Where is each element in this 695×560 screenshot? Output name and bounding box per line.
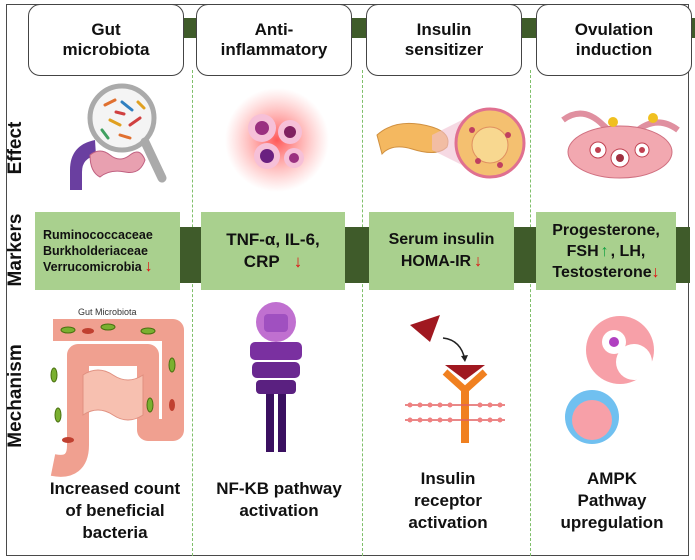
colon-illustration: Gut Microbiota	[50, 307, 184, 477]
marker-line: Progesterone,	[552, 221, 660, 239]
header-text: Gut microbiota	[62, 20, 150, 59]
bacteria-group	[50, 323, 176, 423]
marker-box-ovulation: Progesterone, FSH↑, LH, Testosterone↓	[536, 212, 676, 290]
image-label: Gut Microbiota	[78, 307, 137, 317]
row-label-markers: Markers	[5, 213, 26, 287]
gut-magnifier-illustration	[70, 83, 167, 190]
row-label-effect: Effect	[5, 121, 26, 175]
intestine-shape	[70, 140, 96, 190]
nfkb-receptor-illustration	[250, 302, 302, 452]
receptor-stalk	[461, 388, 469, 443]
receptor-stalk	[278, 394, 286, 452]
column-divider	[530, 70, 531, 556]
small-intestine-shape	[89, 150, 146, 178]
down-arrow-icon: ↓	[474, 253, 483, 270]
intestine-coils	[82, 369, 144, 421]
ovary-illustration	[561, 110, 680, 179]
marker-line: Serum insulin	[388, 231, 495, 248]
immune-cells-illustration	[225, 88, 329, 192]
up-arrow-icon: ↑	[600, 242, 609, 260]
mechanism-gut: Increased count of beneficial bacteria	[49, 479, 181, 542]
marker-box-gut: Ruminococcaceae Burkholderiaceae Verruco…	[35, 212, 180, 290]
bound-insulin	[445, 365, 485, 380]
bacteria-group	[62, 328, 175, 443]
marker-line: CRP ↓	[226, 251, 320, 273]
receptor-stalk	[266, 394, 274, 452]
mechanism-ovulation: AMPK Pathway upregulation	[560, 469, 664, 532]
marker-line: FSH↑, LH,	[552, 241, 660, 262]
insulin-receptor-illustration	[405, 315, 505, 443]
marker-box-insulin: Serum insulin HOMA-IR↓	[369, 212, 514, 290]
receptor-domain	[250, 342, 302, 360]
marker-line: Burkholderiaceae	[43, 244, 148, 258]
mechanism-inflammatory: NF-KB pathway activation	[216, 479, 342, 520]
down-arrow-icon: ↓	[651, 263, 660, 281]
membrane-lipids	[407, 402, 503, 423]
header-anti-inflammatory: Anti- inflammatory	[196, 4, 352, 76]
marker-line: Ruminococcaceae	[43, 228, 153, 242]
down-arrow-icon: ↓	[144, 258, 153, 275]
marker-text: HOMA-IR	[400, 253, 472, 270]
cell-cutout	[616, 344, 652, 380]
receptor-domain	[252, 362, 300, 378]
colon-shape	[50, 319, 184, 477]
marker-line: Verrucomicrobia↓	[43, 259, 153, 275]
islet-center	[471, 126, 509, 164]
insulin-molecule	[410, 315, 440, 342]
header-text: Anti- inflammatory	[220, 20, 328, 59]
marker-text: , LH,	[610, 242, 646, 260]
marker-box-inflammatory: TNF-α, IL-6, CRP ↓	[201, 212, 345, 290]
inflammation-glow	[225, 88, 329, 192]
down-arrow-icon: ↓	[293, 252, 303, 271]
column-divider	[362, 70, 363, 556]
pancreas-illustration	[376, 107, 526, 179]
header-text: Ovulation induction	[574, 20, 654, 59]
marker-text: Testosterone	[552, 263, 652, 281]
bacteria-group	[100, 98, 146, 140]
mechanism-insulin: Insulin receptor activation	[408, 469, 488, 532]
receptor-domain	[256, 380, 296, 394]
marker-text: Verrucomicrobia	[43, 260, 142, 274]
marker-line: TNF-α, IL-6,	[226, 230, 320, 249]
row-label-mechanism: Mechanism	[5, 344, 26, 448]
magnifier-handle	[140, 137, 167, 183]
marker-text: FSH	[566, 242, 599, 260]
header-ovulation-induction: Ovulation induction	[536, 4, 692, 76]
header-gut-microbiota: Gut microbiota	[28, 4, 184, 76]
marker-line: Testosterone↓	[552, 262, 660, 283]
header-insulin-sensitizer: Insulin sensitizer	[366, 4, 522, 76]
marker-line: HOMA-IR↓	[389, 251, 495, 273]
column-divider	[192, 70, 193, 556]
ampk-cells-illustration	[565, 316, 654, 444]
marker-text: CRP	[243, 252, 280, 271]
header-text: Insulin sensitizer	[404, 20, 484, 59]
